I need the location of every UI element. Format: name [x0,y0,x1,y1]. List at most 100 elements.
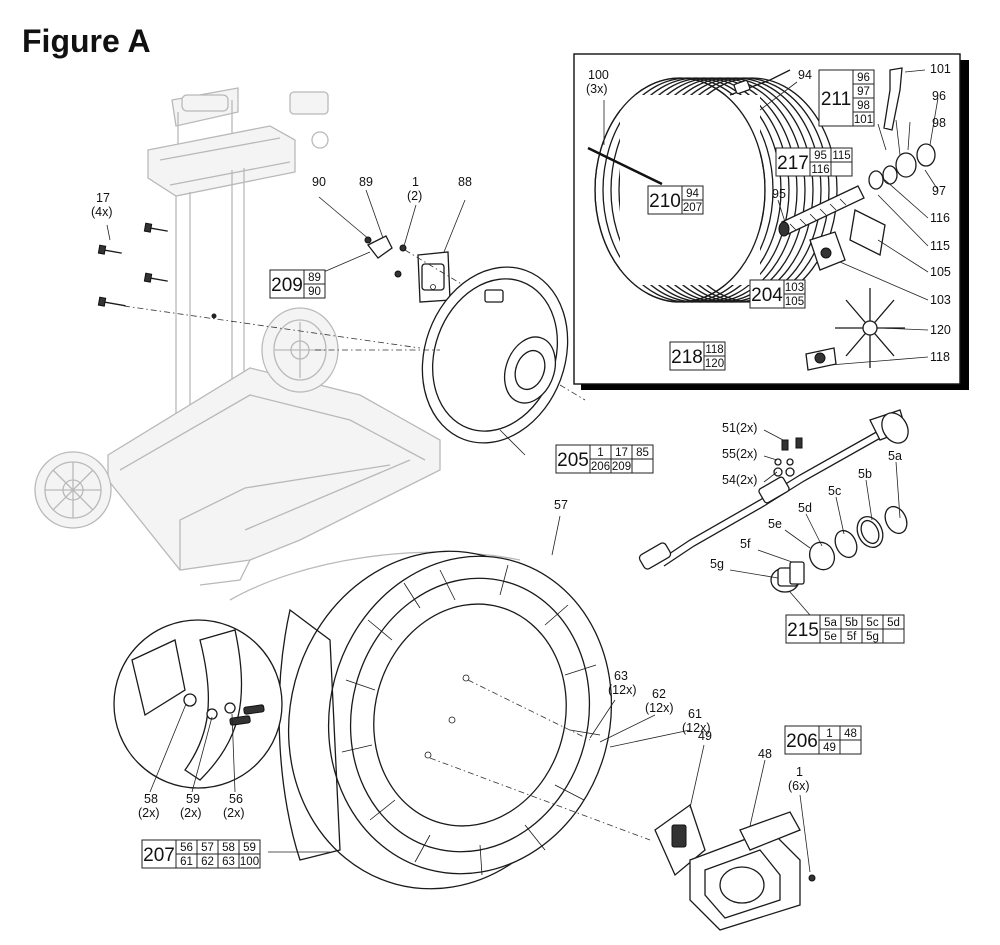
callout-54: 54(2x) [722,473,757,487]
kit-part-number: 61 [180,856,193,868]
callout-62: 62 [652,687,666,701]
kit-label-box [647,185,683,215]
kit-part-number: 62 [201,856,214,868]
housing-206 [654,803,816,931]
callout-103: 103 [930,293,951,307]
callout-5a: 5a [888,449,902,463]
callout-48: 48 [758,747,772,761]
cart-frame [34,87,441,586]
hub-plate-205 [315,266,586,444]
callout-63-qty: (12x) [608,683,636,697]
kit-part-number: 57 [201,842,214,854]
callout-1-bottom-qty: (6x) [788,779,810,793]
kit-number: 209 [271,275,303,296]
callout-49: 49 [698,729,712,743]
kit-cell [681,199,704,215]
kit-cell [703,355,726,371]
callout-5b: 5b [858,467,872,481]
callout-63: 63 [614,669,628,683]
kit-part-number: 63 [222,856,235,868]
kit-part-number: 49 [823,742,836,754]
kit-part-number: 5g [866,631,879,643]
kit-label-box [749,279,785,309]
callout-118: 118 [930,350,950,364]
callout-115: 115 [930,239,950,253]
kit-label-box [669,341,705,371]
callout-98: 98 [932,116,946,130]
kit-label-box [269,269,305,299]
callout-59: 59 [186,792,200,806]
callout-17: 17 [96,191,110,205]
kit-part-number: 100 [240,856,259,868]
kit-number: 206 [786,731,818,752]
kit-part-number: 17 [615,447,628,459]
kit-part-number: 105 [785,296,804,308]
kit-part-number: 5e [824,631,837,643]
callout-116: 116 [930,211,950,225]
kit-part-number: 94 [686,188,699,200]
callout-17-qty: (4x) [91,205,113,219]
kit-part-number: 90 [308,286,321,298]
kit-cell [631,458,654,474]
kit-cell [830,161,853,177]
kit-part-number: 5f [847,631,857,643]
callout-89: 89 [359,175,373,189]
callout-5e: 5e [768,517,782,531]
detail-inset-56-58-59 [113,619,283,789]
callout-55: 55(2x) [722,447,757,461]
kit-part-number: 58 [222,842,235,854]
callout-90: 90 [312,175,326,189]
callout-57: 57 [554,498,568,512]
callout-101: 101 [930,62,951,76]
callout-56-qty: (2x) [223,806,245,820]
kit-cell [783,293,806,309]
callout-100: 100 [588,68,609,82]
callout-56: 56 [229,792,243,806]
kit-number: 217 [777,153,809,174]
kit-part-number: 120 [705,358,724,370]
kit-cell [852,111,875,127]
figure-title: Figure A [22,23,151,59]
callout-5f: 5f [740,537,751,551]
kit-part-number: 118 [705,344,723,356]
cable-end-parts [778,67,936,371]
kit-cell [882,628,905,644]
kit-part-number: 5a [824,617,837,629]
kit-part-number: 95 [814,150,827,162]
kit-part-number: 101 [854,114,873,126]
kit-part-number: 1 [826,728,832,740]
callout-5g: 5g [710,557,724,571]
kit-part-number: 5c [866,617,878,629]
kit-part-number: 89 [308,272,321,284]
callout-1-top-qty: (2) [407,189,422,203]
kit-number: 204 [751,285,783,306]
kit-part-number: 206 [591,461,610,473]
callout-labels: 100 (3x) 94 101 96 98 97 116 115 105 103… [91,62,951,820]
kit-label-box [141,839,177,869]
kit-part-number: 98 [857,100,870,112]
callout-88: 88 [458,175,472,189]
bolts-17 [97,222,421,349]
kit-part-number: 115 [832,150,850,162]
kit-part-number: 59 [243,842,256,854]
kit-number: 218 [671,347,703,368]
kit-209: 209 89 90 [269,269,326,299]
reel-inset-panel [573,53,969,390]
callout-58: 58 [144,792,158,806]
callout-61-qty: (12x) [682,721,710,735]
callout-105: 105 [930,265,951,279]
callout-1-bottom: 1 [796,765,803,779]
kit-label-box [818,69,854,127]
drum-57 [229,550,651,890]
kit-cell [303,283,326,299]
kit-number: 210 [649,191,681,212]
